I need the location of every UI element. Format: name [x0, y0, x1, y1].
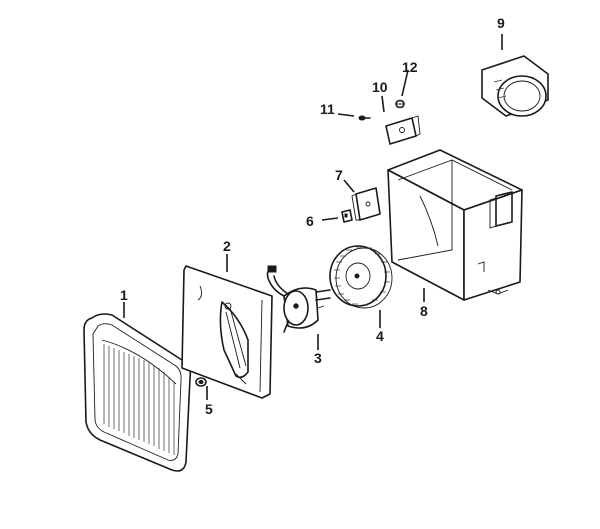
callout-2: 2: [223, 238, 231, 254]
callout-11: 11: [320, 101, 335, 117]
grille-louvers: [103, 344, 175, 455]
callout-5: 5: [205, 401, 213, 417]
housing-part: [387, 149, 523, 301]
callout-7: 7: [335, 167, 343, 183]
nut-part: [195, 377, 207, 387]
screw-part: [395, 99, 405, 109]
callout-4: 4: [376, 328, 384, 344]
callout-6: 6: [306, 213, 314, 229]
damper-bracket-part: [385, 115, 421, 145]
grille-part: [83, 313, 192, 472]
receptacle-part: [341, 209, 353, 223]
duct-connector-part: [481, 55, 549, 117]
callout-12: 12: [402, 59, 418, 75]
mounting-plate-part: [181, 265, 273, 399]
callout-10: 10: [372, 79, 388, 95]
blower-wheel-part: [329, 245, 393, 309]
callout-8: 8: [420, 303, 428, 319]
leader-lines: [123, 34, 503, 400]
callout-3: 3: [314, 350, 322, 366]
callout-numbers: 1 2 3 4 5 6 7 8 9 10 11 12: [120, 15, 505, 417]
small-screw-part: [358, 115, 371, 121]
bracket-part: [351, 187, 381, 221]
blower-blades: [334, 246, 390, 306]
motor-part: [266, 265, 331, 333]
callout-9: 9: [497, 15, 505, 31]
callout-1: 1: [120, 287, 128, 303]
